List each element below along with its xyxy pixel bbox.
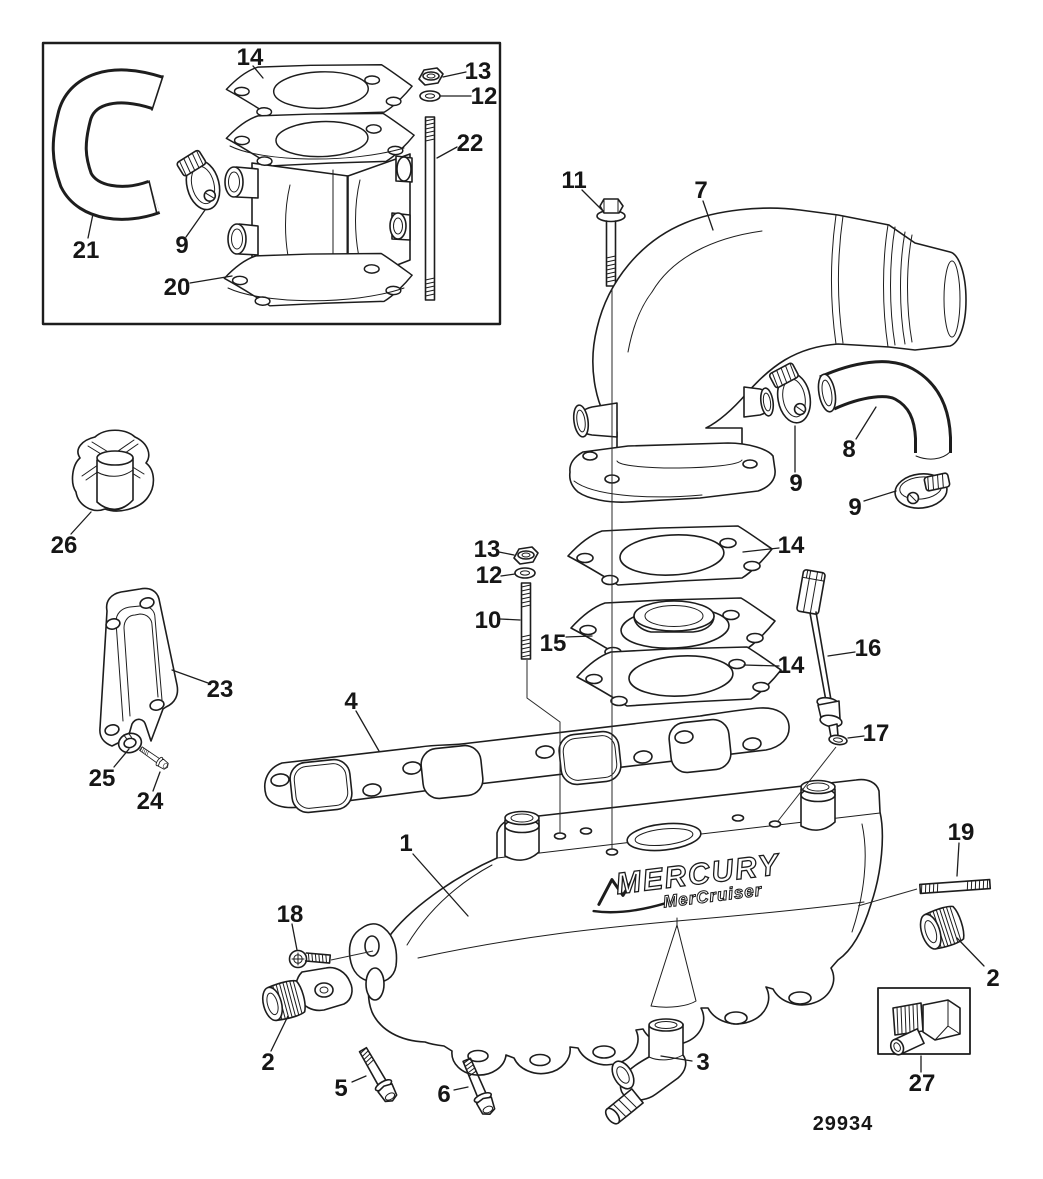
part-4-manifold-gasket bbox=[264, 707, 790, 814]
part-13-nut bbox=[513, 546, 539, 565]
manifold-riser-stub-right bbox=[800, 779, 836, 831]
gasket-bolt-holes bbox=[270, 730, 762, 797]
callout-20: 20 bbox=[164, 274, 191, 301]
callout-25: 25 bbox=[89, 765, 116, 792]
part-18-screw bbox=[288, 949, 332, 969]
callout-10: 10 bbox=[475, 607, 502, 634]
part-12-washer-inset bbox=[419, 90, 441, 102]
part-13-nut-inset bbox=[418, 67, 444, 86]
callout-21: 21 bbox=[73, 237, 100, 264]
part-27-fitting-boxed bbox=[877, 987, 971, 1056]
assembly-axis-lines bbox=[330, 288, 918, 961]
callout-2-right: 2 bbox=[986, 965, 999, 992]
callout-9-inset: 9 bbox=[175, 232, 188, 259]
callout-14-bottom: 14 bbox=[778, 652, 805, 679]
callout-11: 11 bbox=[561, 167, 586, 194]
callout-13: 13 bbox=[474, 536, 501, 563]
part-2-plug-right bbox=[919, 905, 965, 950]
callout-9-lower: 9 bbox=[848, 494, 861, 521]
part-9-clamp-upper bbox=[766, 359, 815, 428]
callout-8: 8 bbox=[842, 436, 855, 463]
callout-9-upper: 9 bbox=[789, 470, 802, 497]
callout-16: 16 bbox=[855, 635, 882, 662]
detail-box-27 bbox=[877, 987, 971, 1055]
callout-12: 12 bbox=[476, 562, 503, 589]
callout-13-inset: 13 bbox=[465, 58, 492, 85]
part-7-exhaust-elbow bbox=[568, 207, 967, 503]
part-1-exhaust-manifold: MERCURY MerCruiser bbox=[295, 778, 884, 1076]
part-5-bolt bbox=[354, 1044, 402, 1107]
part-14-gasket-bottom bbox=[576, 646, 782, 707]
callout-15: 15 bbox=[540, 630, 567, 657]
drawing-number: 29934 bbox=[813, 1113, 874, 1135]
callout-27: 27 bbox=[909, 1070, 936, 1097]
part-25-lockwasher bbox=[117, 732, 143, 754]
callout-2-left: 2 bbox=[261, 1049, 274, 1076]
callout-14-top: 14 bbox=[778, 532, 805, 559]
callout-4: 4 bbox=[344, 688, 358, 715]
part-9-clamp-inset bbox=[173, 145, 226, 216]
part-8-hose bbox=[817, 360, 952, 460]
callout-6: 6 bbox=[437, 1081, 450, 1108]
callout-17: 17 bbox=[863, 720, 890, 747]
cast-arrow-mark bbox=[650, 917, 697, 1008]
gasket-port-holes bbox=[289, 718, 732, 814]
callout-5: 5 bbox=[334, 1075, 347, 1102]
part-20-riser-block bbox=[223, 109, 416, 310]
part-15-gasket-restrictor bbox=[570, 597, 776, 658]
part-11-bolt bbox=[596, 198, 626, 287]
part-17-seal bbox=[828, 734, 848, 746]
callout-19: 19 bbox=[948, 819, 975, 846]
callout-24: 24 bbox=[137, 788, 164, 815]
port-stub bbox=[224, 155, 413, 256]
part-16-sensor bbox=[796, 569, 843, 738]
callout-22: 22 bbox=[457, 130, 484, 157]
callout-7: 7 bbox=[694, 177, 707, 204]
inset-detail-box bbox=[41, 41, 502, 326]
manifold-end-bracket bbox=[295, 923, 398, 1012]
part-21-hose bbox=[51, 68, 164, 221]
part-22-stud bbox=[424, 116, 436, 301]
callout-labels: 14 13 12 22 21 9 20 11 7 8 9 9 13 12 10 … bbox=[51, 44, 1000, 1108]
callout-18: 18 bbox=[277, 901, 304, 928]
part-24-bolt bbox=[137, 744, 171, 772]
leader-lines bbox=[70, 65, 985, 1091]
part-10-stud bbox=[520, 582, 532, 660]
part-23-plate bbox=[99, 587, 179, 747]
part-19-stud bbox=[919, 878, 992, 895]
callout-12-inset: 12 bbox=[471, 83, 498, 110]
part-9-clamp-lower bbox=[894, 472, 951, 509]
mercury-m-icon bbox=[597, 877, 635, 906]
part-2-plug-left bbox=[261, 979, 306, 1022]
part-12-washer bbox=[514, 567, 536, 579]
part-3-drain-fitting bbox=[604, 1018, 687, 1125]
callout-26: 26 bbox=[51, 532, 78, 559]
callout-3: 3 bbox=[696, 1049, 709, 1076]
part-14-gasket-inset bbox=[225, 61, 414, 120]
manifold-riser-stub-left bbox=[504, 810, 540, 861]
part-14-gasket-top bbox=[567, 525, 773, 586]
callout-1: 1 bbox=[399, 830, 412, 857]
callout-23: 23 bbox=[207, 676, 234, 703]
part-26-insert bbox=[71, 429, 155, 512]
callout-14-inset: 14 bbox=[237, 44, 264, 71]
